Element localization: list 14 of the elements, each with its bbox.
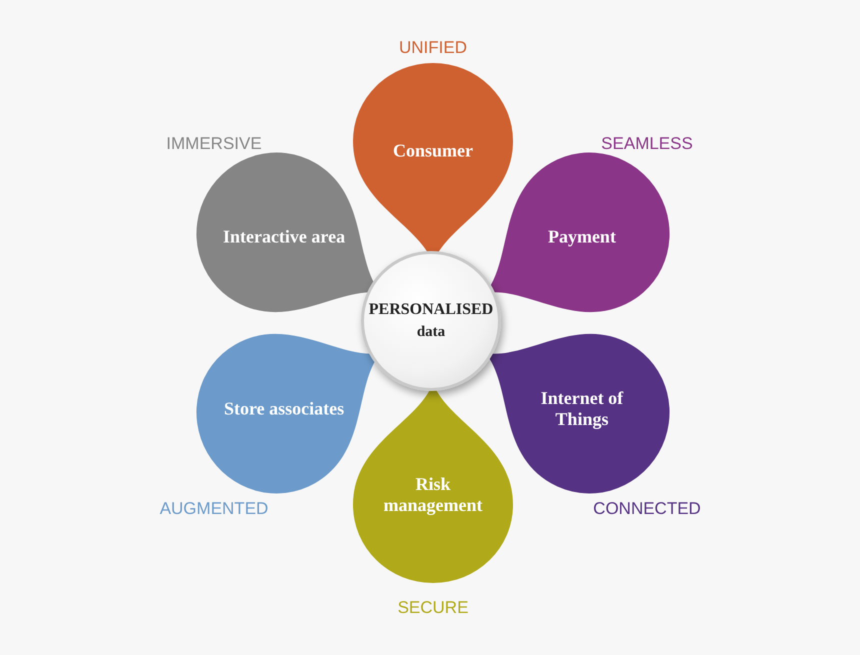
center-heading: PERSONALISED (368, 300, 494, 320)
center-subtitle: data (416, 323, 446, 342)
petal-label: Consumer (392, 140, 474, 162)
petal-label: Internet of Things (540, 388, 624, 430)
category-label: UNIFIED (399, 38, 467, 58)
petal-label: Interactive area (222, 226, 346, 248)
category-label: CONNECTED (593, 499, 701, 519)
category-label: AUGMENTED (160, 499, 268, 519)
petal-label: Payment (546, 226, 617, 248)
category-label: SECURE (398, 598, 468, 618)
petal-label: Risk management (382, 474, 484, 516)
petal-label: Store associates (222, 398, 346, 420)
category-label: IMMERSIVE (166, 134, 262, 154)
category-label: SEAMLESS (601, 134, 693, 154)
